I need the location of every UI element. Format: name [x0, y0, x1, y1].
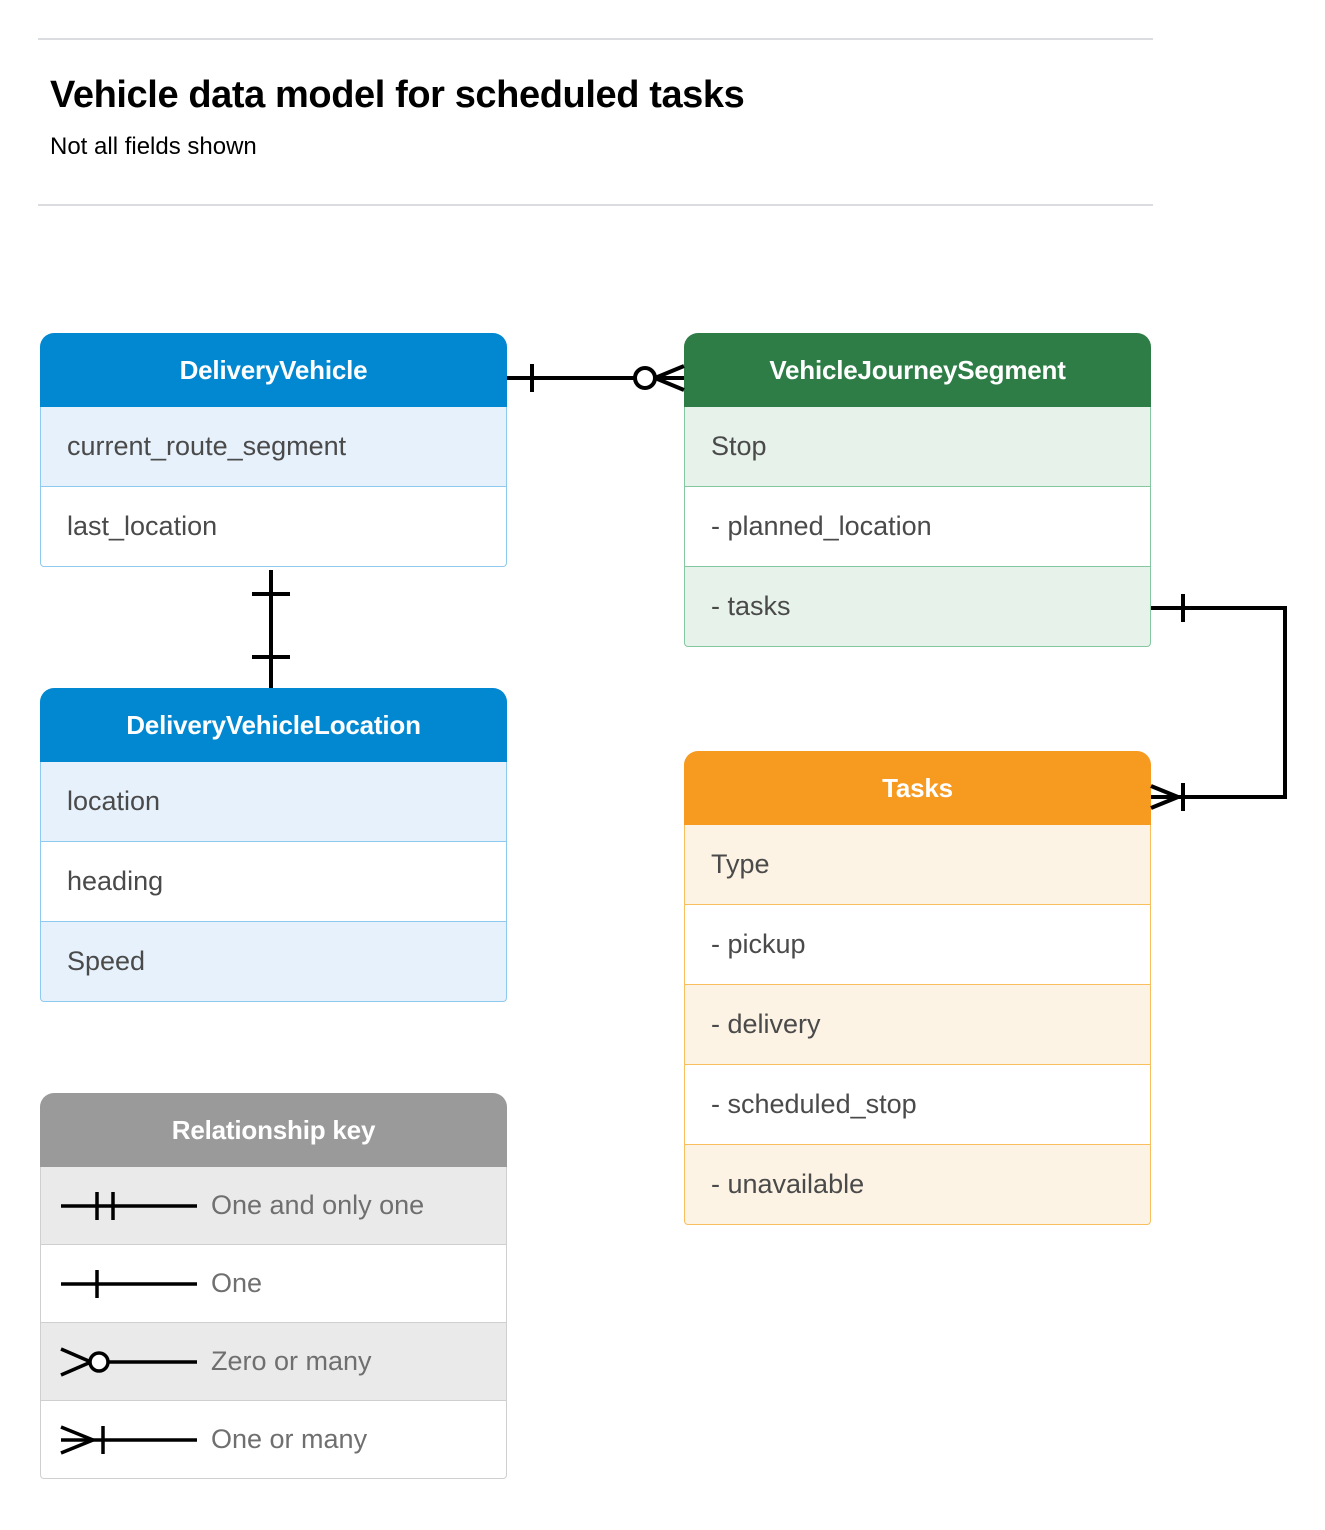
legend-item-one-and-only-one: One and only one [40, 1167, 507, 1245]
entity-delivery-vehicle[interactable]: DeliveryVehicle current_route_segment la… [40, 333, 507, 567]
entity-field-row: Stop [684, 407, 1151, 487]
entity-field-row: - scheduled_stop [684, 1065, 1151, 1145]
entity-tasks[interactable]: Tasks Type - pickup - delivery - schedul… [684, 751, 1151, 1225]
entity-title-vehicle-journey-segment: VehicleJourneySegment [684, 333, 1151, 407]
header-divider-bottom [38, 204, 1153, 206]
entity-field-row: - pickup [684, 905, 1151, 985]
entity-field-row: - tasks [684, 567, 1151, 647]
entity-field-row: heading [40, 842, 507, 922]
connector-segment-tasks-to-tasks [1150, 594, 1287, 811]
legend-item-label: Zero or many [211, 1346, 372, 1376]
entity-field-row: current_route_segment [40, 407, 507, 487]
entity-vehicle-journey-segment[interactable]: VehicleJourneySegment Stop - planned_loc… [684, 333, 1151, 647]
legend-title: Relationship key [40, 1093, 507, 1167]
entity-title-delivery-vehicle-location: DeliveryVehicleLocation [40, 688, 507, 762]
entity-field-row: - delivery [684, 985, 1151, 1065]
entity-delivery-vehicle-location[interactable]: DeliveryVehicleLocation location heading… [40, 688, 507, 1002]
one-icon [41, 1264, 211, 1304]
legend-item-zero-or-many: Zero or many [40, 1323, 507, 1401]
legend-item-one: One [40, 1245, 507, 1323]
entity-title-delivery-vehicle: DeliveryVehicle [40, 333, 507, 407]
legend-item-one-or-many: One or many [40, 1401, 507, 1479]
zero-or-many-icon [41, 1342, 211, 1382]
one-or-many-icon [41, 1420, 211, 1460]
one-and-only-one-icon [41, 1186, 211, 1226]
page-title: Vehicle data model for scheduled tasks [50, 74, 745, 116]
legend-item-label: One and only one [211, 1190, 425, 1220]
entity-field-row: - planned_location [684, 487, 1151, 567]
legend-item-label: One or many [211, 1424, 368, 1454]
page-subtitle: Not all fields shown [50, 133, 257, 160]
relationship-key-legend: Relationship key One and only one One [40, 1093, 507, 1479]
legend-item-label: One [211, 1268, 263, 1298]
entity-field-row: Speed [40, 922, 507, 1002]
header-divider-top [38, 38, 1153, 40]
entity-field-row: Type [684, 825, 1151, 905]
connector-vehicle-to-location [252, 570, 290, 688]
entity-field-row: location [40, 762, 507, 842]
entity-field-row: last_location [40, 487, 507, 567]
connector-vehicle-to-segment [507, 364, 685, 392]
entity-field-row: - unavailable [684, 1145, 1151, 1225]
entity-title-tasks: Tasks [684, 751, 1151, 825]
